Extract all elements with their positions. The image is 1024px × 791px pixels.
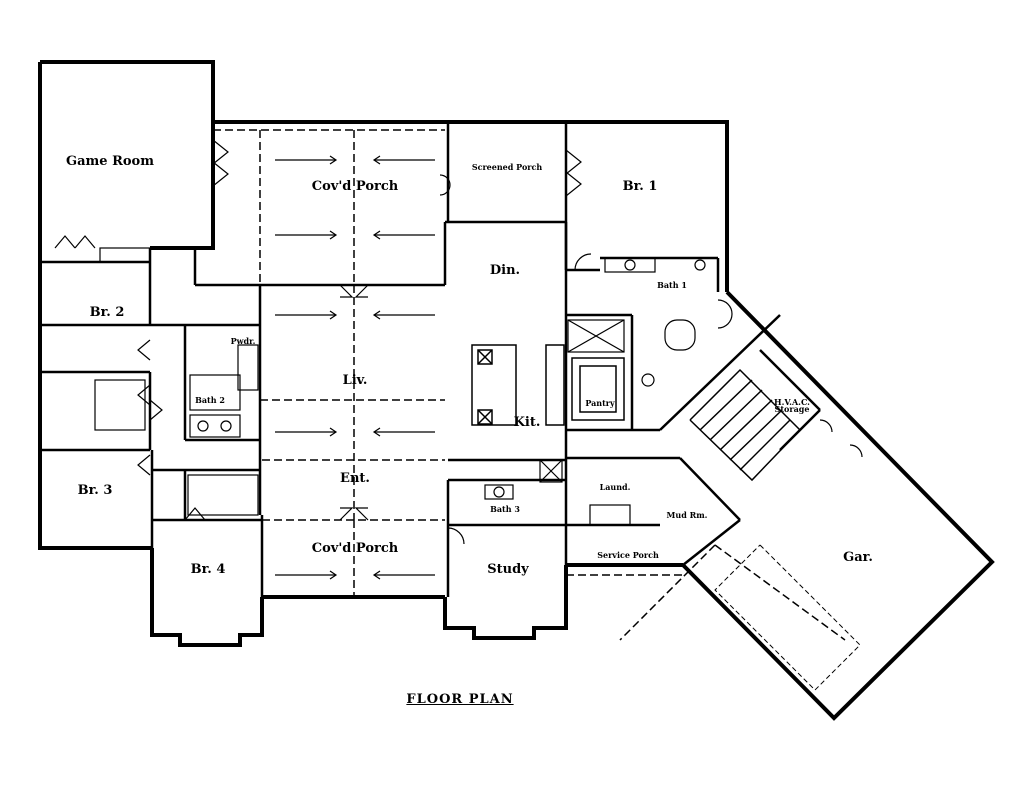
room-labels: Game Room Cov'd Porch Screened Porch Br.…: [66, 154, 873, 577]
label-hvac: H.V.A.C.: [774, 397, 810, 407]
label-mud-rm: Mud Rm.: [667, 510, 708, 520]
exterior-walls: [38, 60, 995, 721]
interior-walls: [40, 122, 821, 597]
doors: [54, 139, 863, 545]
label-game-room: Game Room: [66, 154, 154, 169]
label-br4: Br. 4: [191, 562, 226, 577]
label-br1: Br. 1: [623, 179, 658, 194]
label-liv: Liv.: [343, 373, 368, 388]
porch-outlines: [213, 129, 846, 641]
label-bath3: Bath 3: [490, 504, 520, 514]
label-screened-porch: Screened Porch: [472, 162, 543, 172]
kitchen-fixtures: [471, 344, 625, 426]
label-bath2: Bath 2: [195, 395, 225, 405]
label-gar: Gar.: [843, 550, 873, 565]
label-laund: Laund.: [600, 482, 631, 492]
label-study: Study: [487, 562, 529, 577]
label-pantry: Pantry: [585, 398, 615, 408]
label-br2: Br. 2: [90, 305, 125, 320]
label-bath1: Bath 1: [657, 280, 687, 290]
bath-fixtures: [94, 247, 706, 526]
plan-title: FLOOR PLAN: [406, 692, 514, 707]
label-covd-porch-top: Cov'd Porch: [312, 179, 399, 194]
label-storage: Storage: [775, 404, 810, 414]
label-br3: Br. 3: [78, 483, 113, 498]
stair: [689, 368, 802, 482]
label-kit: Kit.: [514, 415, 541, 430]
label-din: Din.: [490, 263, 520, 278]
label-covd-porch-bottom: Cov'd Porch: [312, 541, 399, 556]
label-service-porch: Service Porch: [597, 550, 659, 560]
label-ent: Ent.: [340, 471, 370, 486]
porch-arrows: [275, 155, 435, 580]
label-pwdr: Pwdr.: [231, 336, 256, 346]
